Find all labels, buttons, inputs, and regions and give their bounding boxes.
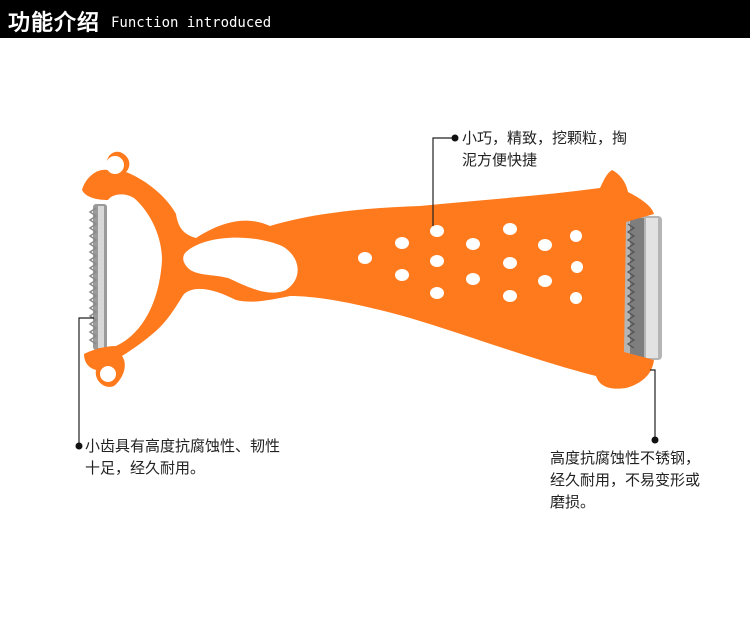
header-bar: 功能介绍 Function introduced	[0, 0, 750, 38]
callout-right-line1: 高度抗腐蚀性不锈钢，	[550, 449, 701, 467]
header-title-en: Function introduced	[111, 15, 272, 31]
header-title-cn: 功能介绍	[8, 11, 101, 36]
callout-dot-right	[651, 436, 659, 444]
peeler-body	[82, 151, 654, 389]
callout-right: 高度抗腐蚀性不锈钢， 经久耐用，不易变形或 磨损。	[550, 447, 730, 513]
callout-dot-top	[451, 134, 459, 142]
callout-top: 小巧，精致，挖颗粒，掏 泥方便快捷	[462, 127, 662, 171]
hole-pattern	[358, 223, 583, 304]
callout-left: 小齿具有高度抗腐蚀性、韧性 十足，经久耐用。	[85, 435, 325, 479]
callout-left-line2: 十足，经久耐用。	[85, 459, 206, 477]
hanging-hole-top-icon	[106, 156, 124, 174]
hanging-hole-bottom-icon	[100, 366, 116, 382]
callout-dot-left	[75, 442, 83, 450]
callout-top-line2: 泥方便快捷	[462, 151, 538, 169]
callout-right-line3: 磨损。	[550, 493, 596, 511]
straight-blade-right	[622, 216, 662, 360]
callout-left-line1: 小齿具有高度抗腐蚀性、韧性	[85, 437, 281, 455]
callout-right-line2: 经久耐用，不易变形或	[550, 471, 701, 489]
handle-cutout	[183, 237, 298, 293]
callout-top-line1: 小巧，精致，挖颗粒，掏	[462, 129, 628, 147]
callout-leaders	[78, 137, 656, 446]
serrated-blade-left	[88, 204, 107, 350]
